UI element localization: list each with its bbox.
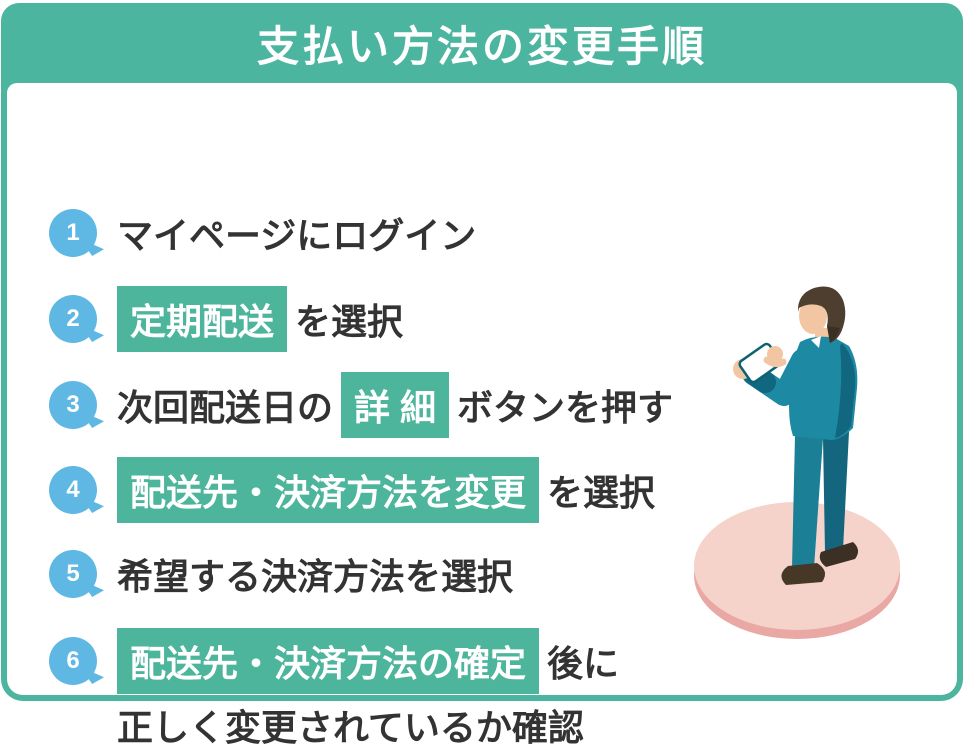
step-3-text-before: 次回配送日の (117, 387, 334, 428)
step-6-highlight-label: 配送先・決済方法の確定 (117, 628, 540, 694)
right-hand (767, 346, 783, 362)
step-1-text: マイページにログイン (117, 215, 477, 256)
step-number: 4 (66, 476, 80, 503)
step-2: 2 定期配送 を選択 (49, 286, 403, 352)
content-panel: 1 マイページにログイン 2 定期配送 を選択 3 次回配送日の 詳 細 ボタン… (7, 83, 957, 748)
man-figure (733, 286, 859, 585)
hair-back (827, 326, 840, 343)
step-number: 3 (66, 391, 80, 418)
step-6-text: 後に (547, 643, 620, 684)
step-5: 5 希望する決済方法を選択 (49, 548, 513, 600)
front-leg (792, 436, 823, 568)
jacket-shadow (835, 343, 856, 438)
front-shoe (781, 563, 826, 585)
step-5-bubble-badge: 5 (49, 550, 97, 598)
step-number: 6 (66, 647, 80, 674)
back-leg (823, 432, 849, 552)
infographic-card: 支払い方法の変更手順 1 マイページにログイン 2 定期配送 を選択 3 (1, 3, 963, 748)
step-3-text-after: ボタンを押す (457, 387, 674, 428)
step-1: 1 マイページにログイン (49, 207, 476, 259)
businessman-illustration (694, 286, 900, 639)
shirt-collar (811, 336, 821, 348)
step-5-text: 希望する決済方法を選択 (117, 556, 514, 597)
step-4-highlight-label: 配送先・決済方法を変更 (117, 457, 540, 523)
step-4-bubble-badge: 4 (49, 466, 97, 514)
step-6: 6 配送先・決済方法の確定 後に 正しく変更されているか確認 (49, 628, 619, 751)
step-1-bubble-badge: 1 (49, 209, 97, 257)
back-shoe (819, 542, 859, 567)
step-3: 3 次回配送日の 詳 細 ボタンを押す (49, 372, 673, 438)
step-2-highlight-label: 定期配送 (117, 286, 288, 352)
step-number: 2 (66, 305, 80, 332)
step-6-line2: 正しく変更されているか確認 (117, 707, 584, 748)
step-3-bubble-badge: 3 (49, 381, 97, 429)
step-number: 5 (66, 560, 80, 587)
step-4-text: を選択 (547, 472, 656, 513)
page-title: 支払い方法の変更手順 (256, 22, 707, 70)
thumb (763, 356, 787, 368)
step-2-text: を選択 (295, 301, 404, 342)
step-number: 1 (66, 219, 80, 246)
header-band: 支払い方法の変更手順 (1, 3, 963, 83)
step-4: 4 配送先・決済方法を変更 を選択 (49, 457, 655, 523)
face (799, 298, 827, 334)
step-3-highlight-label: 詳 細 (341, 372, 450, 438)
step-6-bubble-badge: 6 (49, 637, 97, 685)
step-2-bubble-badge: 2 (49, 295, 97, 343)
